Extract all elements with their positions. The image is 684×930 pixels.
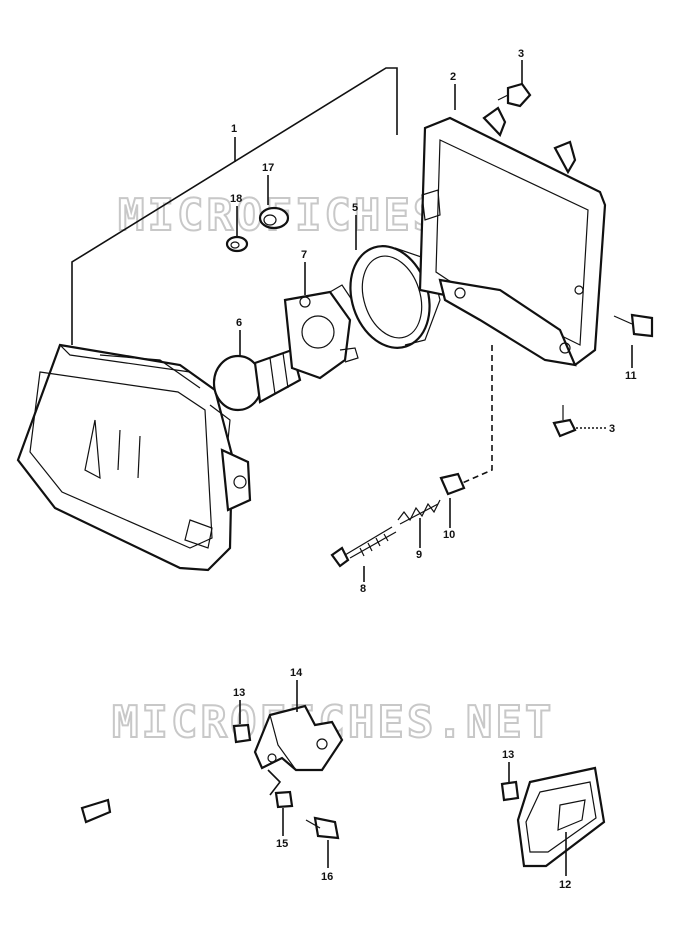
nut-15 bbox=[274, 790, 294, 809]
lamp-12 bbox=[516, 766, 606, 868]
lamp-bracket-14 bbox=[253, 704, 344, 772]
bolt-11 bbox=[613, 313, 654, 338]
callout-3-top: 3 bbox=[518, 48, 524, 60]
callout-15: 15 bbox=[276, 838, 288, 850]
callout-7: 7 bbox=[301, 249, 307, 261]
callout-8: 8 bbox=[360, 583, 366, 595]
callout-11: 11 bbox=[625, 370, 637, 382]
headlight-assembly bbox=[16, 343, 252, 572]
callout-18: 18 bbox=[230, 193, 242, 205]
bolt-16 bbox=[305, 816, 340, 840]
screw-3-top bbox=[497, 82, 532, 108]
grommet-17 bbox=[258, 206, 290, 230]
callout-10: 10 bbox=[443, 529, 455, 541]
callout-2: 2 bbox=[450, 71, 456, 83]
callout-12: 12 bbox=[559, 879, 571, 891]
headlight-bracket bbox=[418, 106, 607, 367]
callout-14: 14 bbox=[290, 667, 303, 679]
adjuster-screw bbox=[330, 526, 397, 568]
callout-17: 17 bbox=[262, 162, 274, 174]
callout-5: 5 bbox=[352, 202, 358, 214]
callout-9: 9 bbox=[416, 549, 422, 561]
bulb-socket bbox=[283, 284, 359, 380]
small-part-detail bbox=[80, 798, 112, 824]
callout-13-right: 13 bbox=[502, 749, 514, 761]
nut-13-left bbox=[232, 723, 252, 744]
callout-1: 1 bbox=[231, 123, 237, 135]
adjuster-nut bbox=[439, 472, 466, 496]
adjuster-spring bbox=[397, 499, 441, 525]
callout-16: 16 bbox=[321, 871, 333, 883]
callout-13-left: 13 bbox=[233, 687, 245, 699]
callout-3-bottom: 3 bbox=[609, 423, 615, 435]
callout-6: 6 bbox=[236, 317, 242, 329]
grommet-18 bbox=[225, 235, 249, 253]
screw-3-bottom bbox=[552, 405, 577, 438]
bulb bbox=[212, 348, 302, 412]
nut-13-right bbox=[500, 780, 520, 802]
